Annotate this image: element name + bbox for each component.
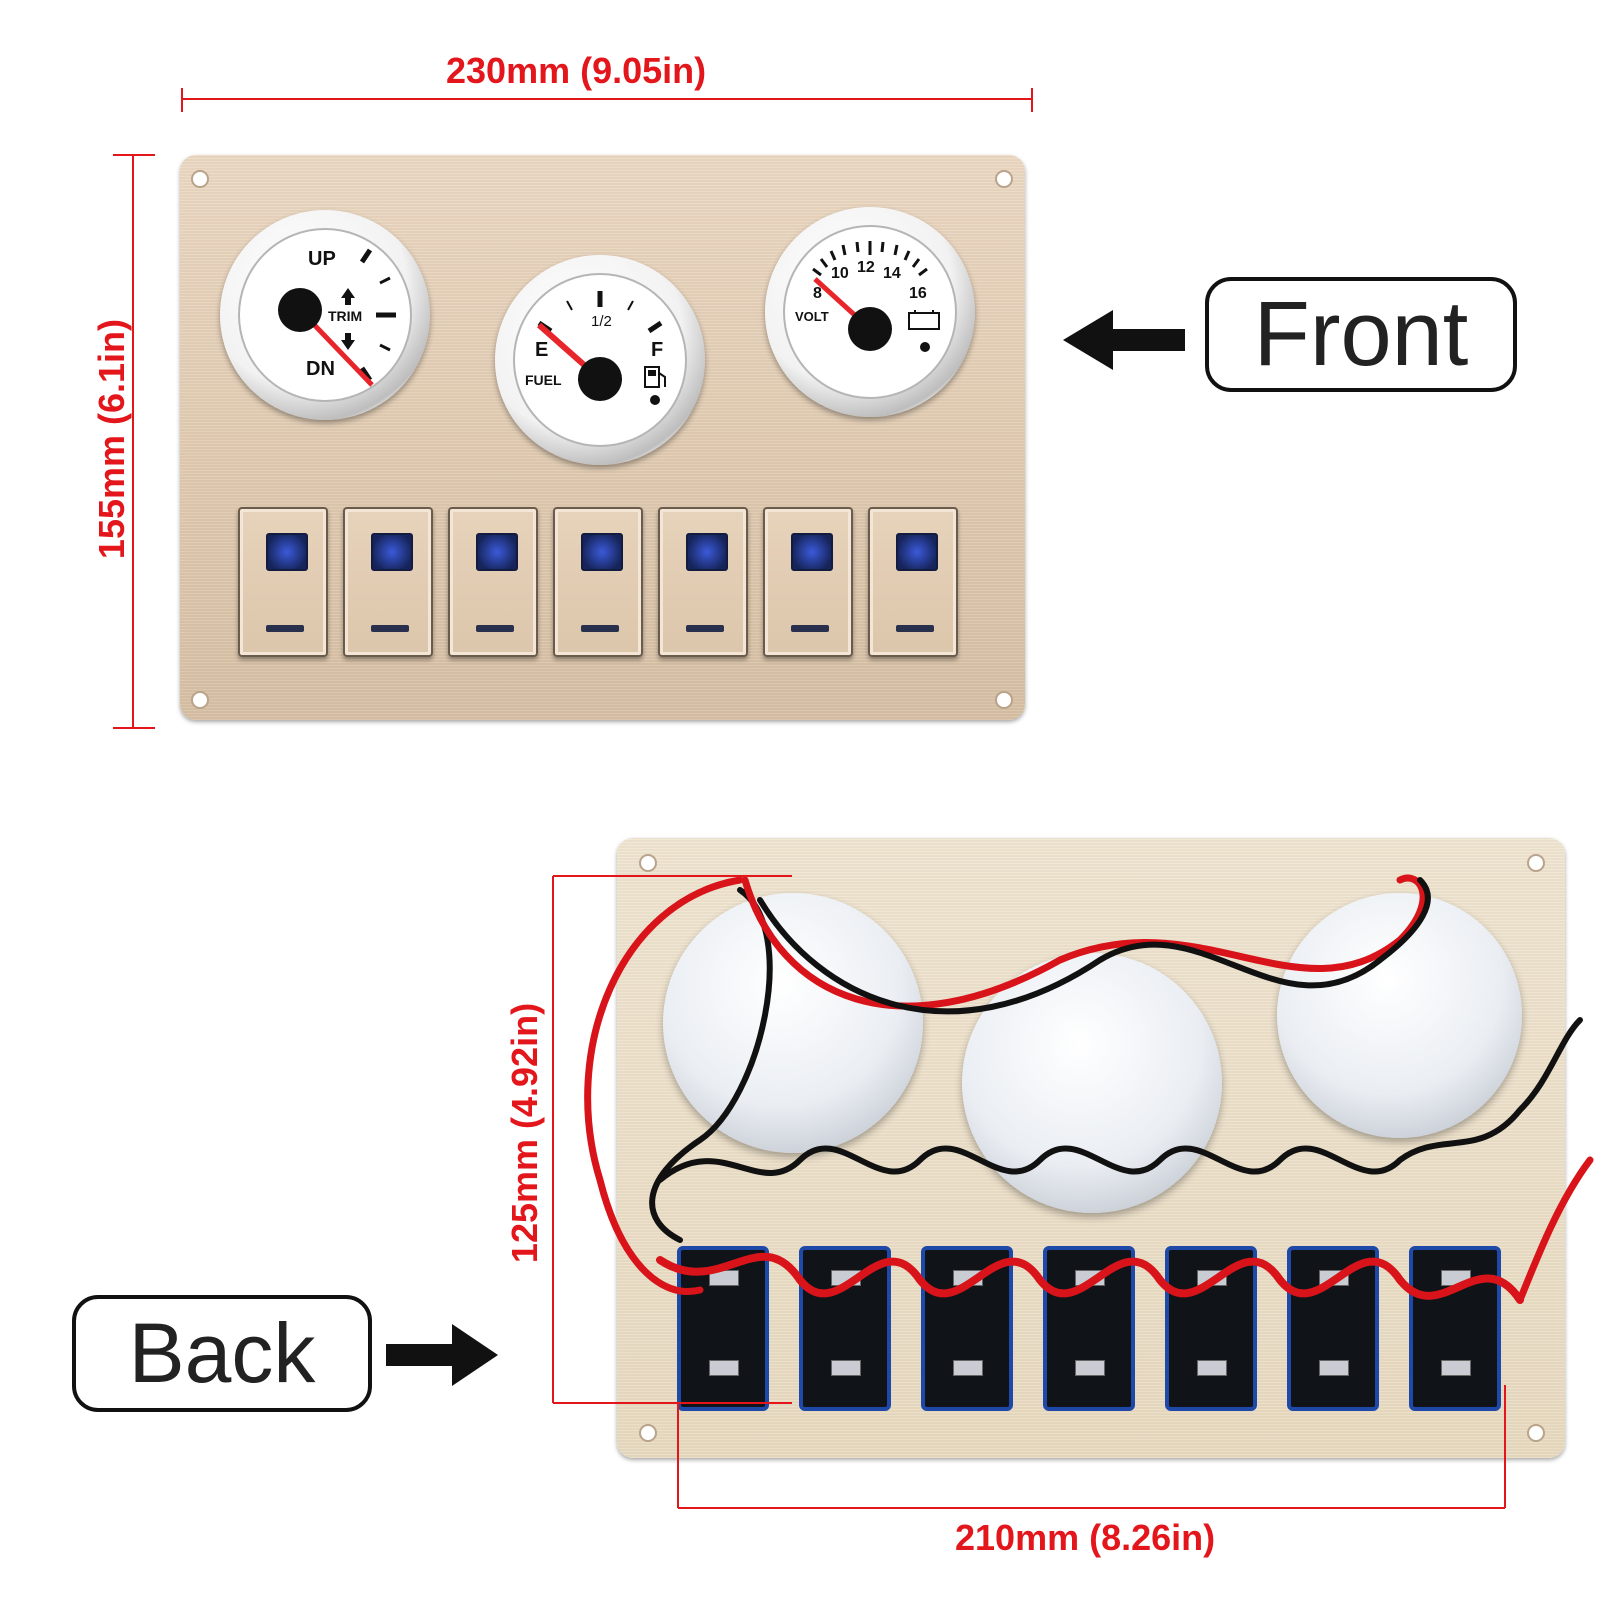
trim-gauge-housing [663, 893, 923, 1153]
right-arrow-icon [386, 1324, 498, 1386]
volt-tick-10: 10 [831, 265, 849, 282]
volt-gauge: 8 10 12 14 16 VOLT [765, 207, 975, 417]
rocker-switch-4[interactable] [553, 507, 643, 657]
back-width-dimension: 210mm (8.26in) [955, 1517, 1216, 1558]
fuel-gauge: E 1/2 F FUEL [495, 255, 705, 465]
trim-dn-label: DN [306, 358, 335, 380]
rocker-switch-3[interactable] [448, 507, 538, 657]
back-height-dimension: 125mm (4.92in) [504, 1002, 545, 1264]
trim-name-label: TRIM [328, 308, 363, 324]
front-width-dimension: 230mm (9.05in) [446, 50, 707, 91]
fuel-pump-icon [644, 366, 666, 388]
front-label: Front [1205, 277, 1517, 392]
rear-switch-1 [677, 1246, 769, 1411]
left-arrow-icon [1063, 310, 1185, 370]
rocker-switch-7[interactable] [868, 507, 958, 657]
front-width-dimension-line [181, 88, 1033, 112]
volt-tick-14: 14 [883, 265, 901, 282]
fuel-full-label: F [651, 339, 664, 361]
rear-switch-5 [1165, 1246, 1257, 1411]
fuel-half-label: 1/2 [591, 313, 612, 330]
mount-hole [639, 1424, 657, 1442]
rear-switch-3 [921, 1246, 1013, 1411]
fuel-empty-label: E [535, 339, 549, 361]
volt-name-label: VOLT [795, 309, 829, 324]
rocker-switch-5[interactable] [658, 507, 748, 657]
rocker-switch-6[interactable] [763, 507, 853, 657]
volt-tick-16: 16 [909, 285, 927, 302]
mount-hole [995, 170, 1013, 188]
rear-switch-2 [799, 1246, 891, 1411]
battery-icon [908, 310, 940, 330]
rear-switch-4 [1043, 1246, 1135, 1411]
front-height-dimension-line [113, 154, 155, 729]
rocker-switch-1[interactable] [238, 507, 328, 657]
rocker-switch-2[interactable] [343, 507, 433, 657]
mount-hole [191, 170, 209, 188]
front-panel-plate: UP TRIM DN [180, 155, 1025, 720]
back-label: Back [72, 1295, 372, 1412]
mount-hole [1527, 854, 1545, 872]
mount-hole [639, 854, 657, 872]
trim-gauge: UP TRIM DN [220, 210, 430, 420]
rear-switch-7 [1409, 1246, 1501, 1411]
volt-tick-8: 8 [813, 285, 822, 302]
mount-hole [995, 691, 1013, 709]
fuel-name-label: FUEL [525, 372, 562, 388]
mount-hole [1527, 1424, 1545, 1442]
volt-tick-12: 12 [857, 259, 875, 276]
mount-hole [191, 691, 209, 709]
trim-up-label: UP [308, 248, 336, 270]
volt-gauge-housing [1277, 893, 1522, 1138]
